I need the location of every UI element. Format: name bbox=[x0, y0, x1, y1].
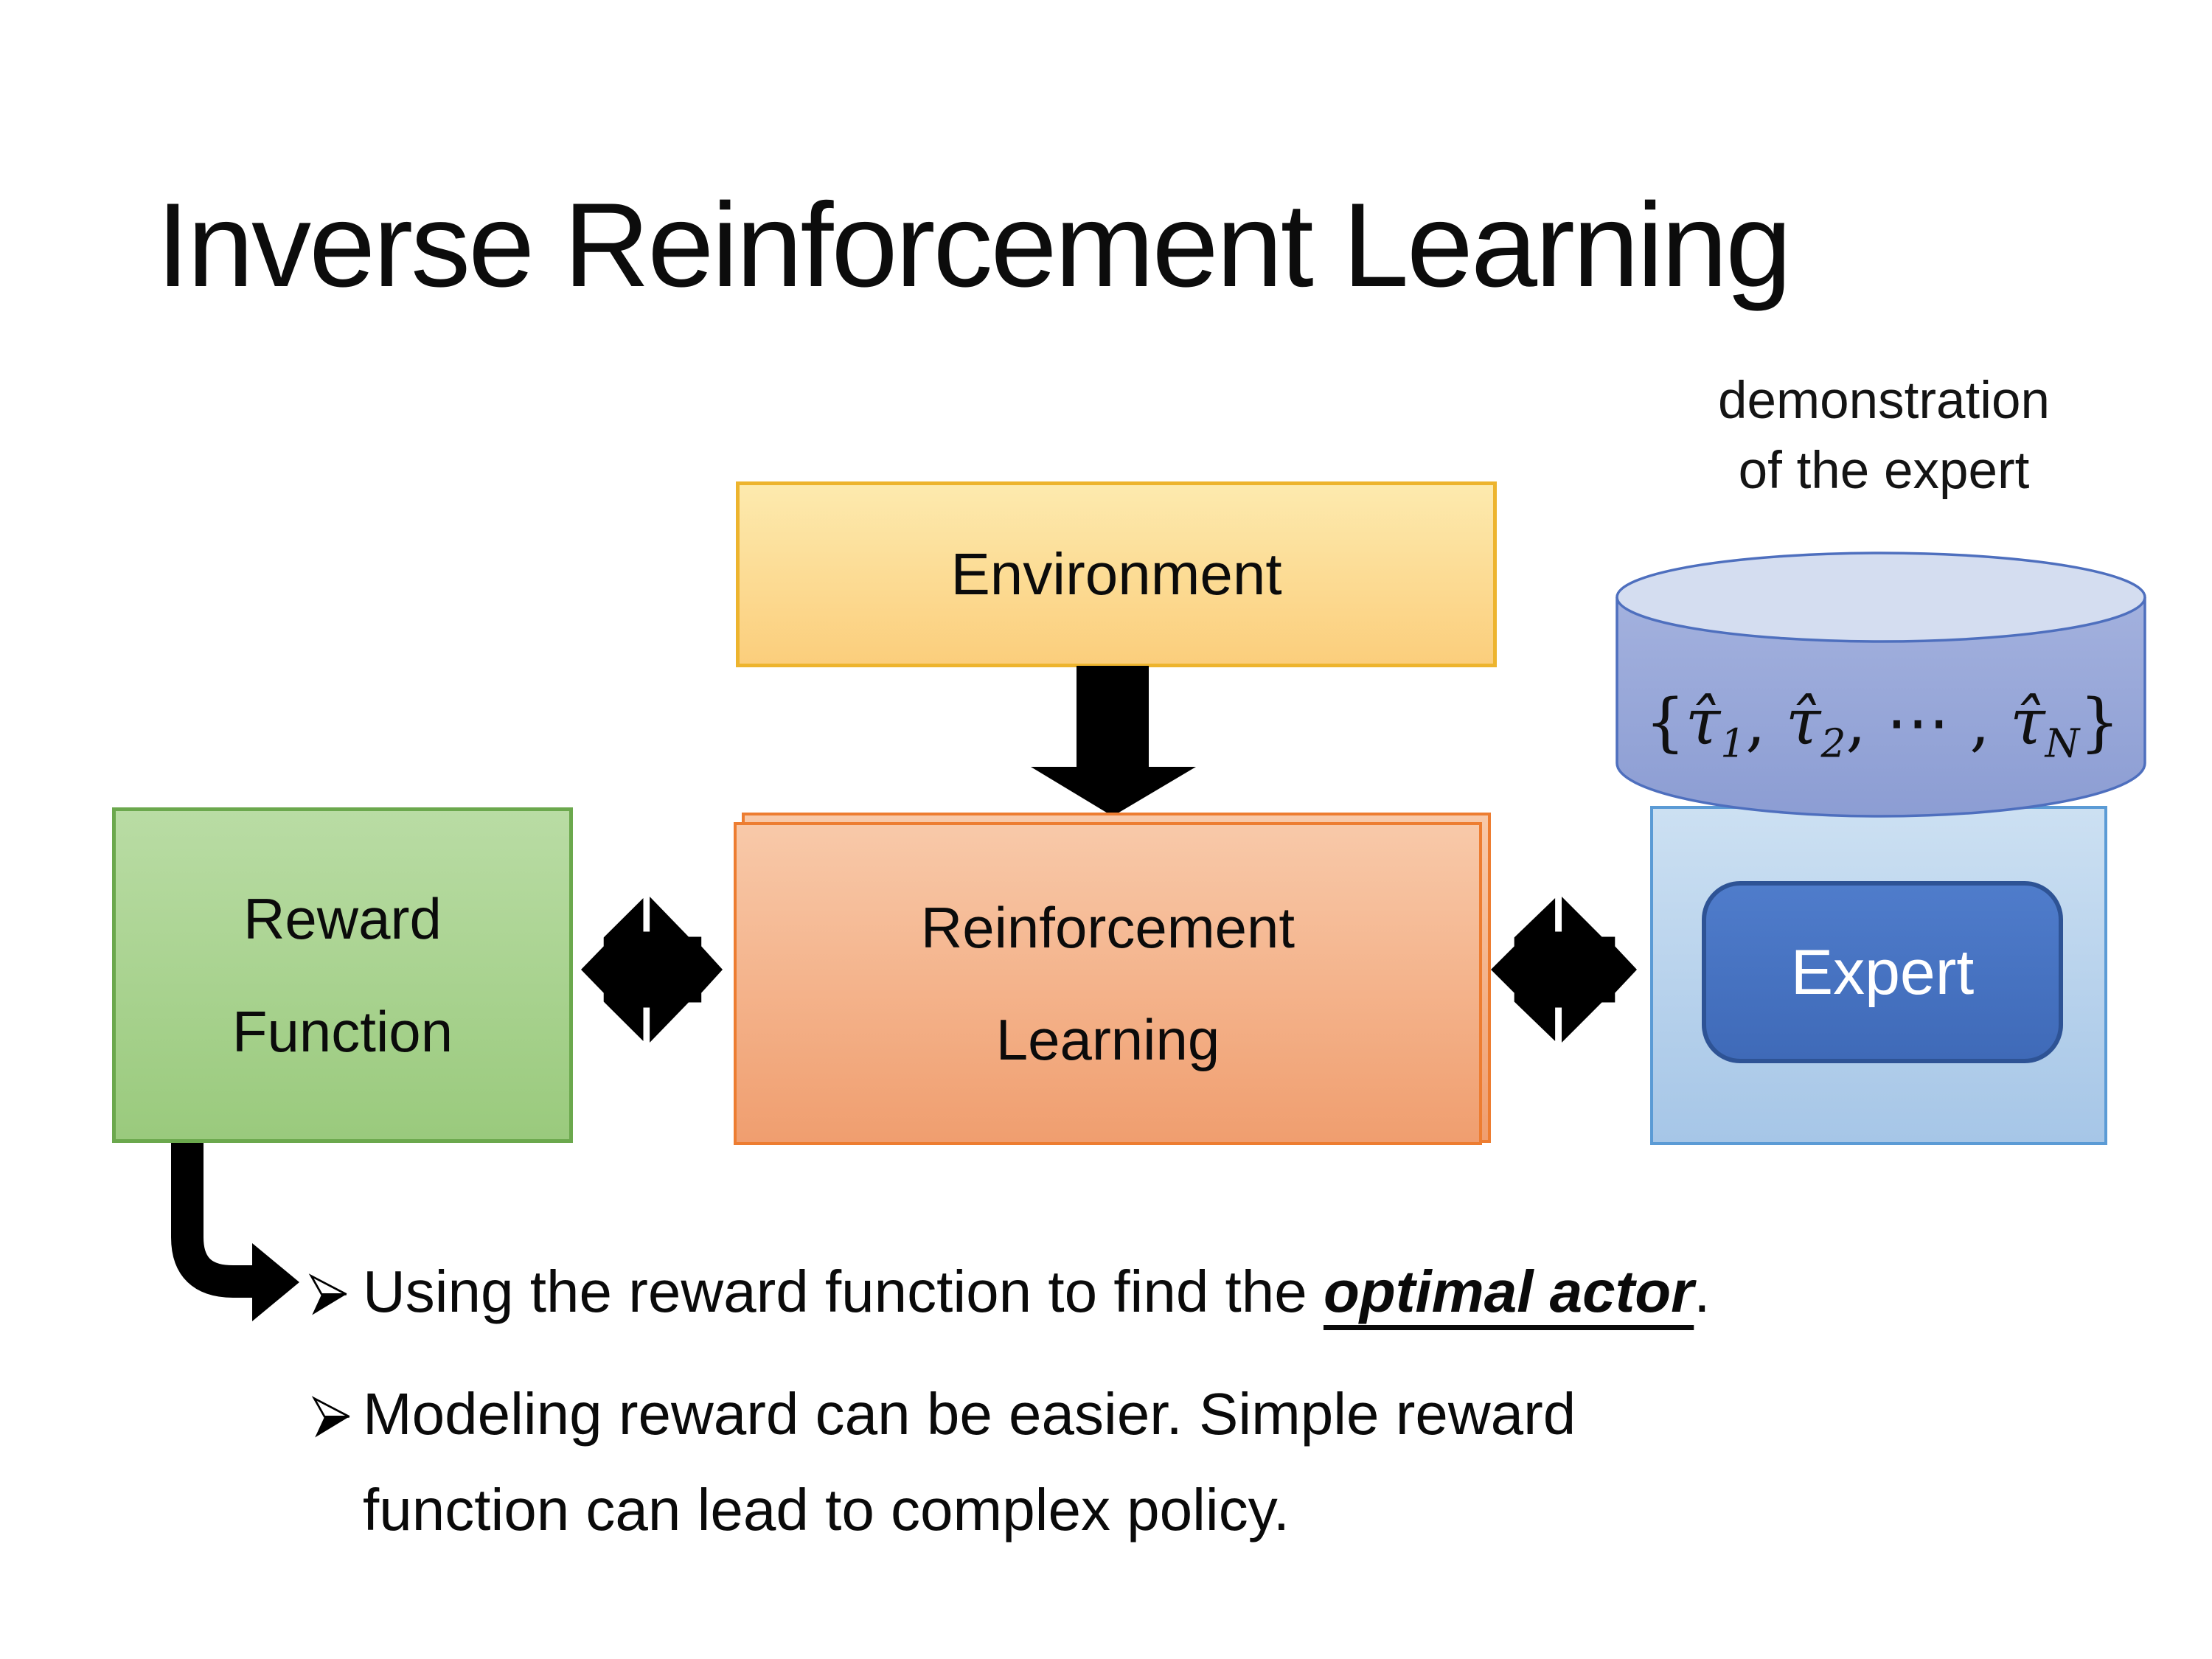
environment-box: Environment bbox=[736, 481, 1497, 667]
rl-label-line1: Reinforcement bbox=[920, 894, 1295, 960]
database-cylinder bbox=[1615, 552, 2146, 818]
double-arrow-right-icon bbox=[1491, 897, 1637, 1043]
reward-label-line1: Reward bbox=[243, 886, 442, 952]
expert-label: Expert bbox=[1790, 936, 1975, 1008]
bullet-second-line1: Modeling reward can be easier. Simple re… bbox=[363, 1381, 1576, 1447]
reinforcement-learning-box: Reinforcement Learning bbox=[734, 822, 1482, 1145]
expert-box: Expert bbox=[1702, 881, 2063, 1063]
bullet-first-suffix: . bbox=[1694, 1259, 1711, 1324]
bullet-marker-icon bbox=[308, 1273, 347, 1315]
bent-arrow-icon bbox=[171, 1143, 299, 1321]
demonstration-label-line2: of the expert bbox=[1738, 442, 2030, 501]
bullet-marker-icon bbox=[311, 1396, 350, 1438]
environment-label: Environment bbox=[950, 541, 1282, 607]
bullet-second-line2: function can lead to complex policy. bbox=[363, 1477, 1290, 1543]
bullet-first-prefix: Using the reward function to find the bbox=[363, 1259, 1324, 1324]
rl-label-line2: Learning bbox=[995, 1007, 1220, 1072]
down-arrow-icon bbox=[1031, 666, 1196, 816]
bullet-first-emphasis: optimal actor bbox=[1323, 1259, 1694, 1324]
demonstration-label-line1: demonstration bbox=[1718, 372, 2050, 430]
bullet-first: Using the reward function to find the op… bbox=[363, 1255, 1711, 1329]
demonstration-label: demonstration of the expert bbox=[1618, 366, 2149, 506]
double-arrow-left-icon bbox=[581, 897, 723, 1043]
reward-function-box: Reward Function bbox=[112, 807, 573, 1143]
reward-label-line2: Function bbox=[232, 998, 453, 1064]
demonstration-set-formula: {τ̂1, τ̂2, ⋯ , τ̂N} bbox=[1644, 686, 2121, 767]
page-title: Inverse Reinforcement Learning bbox=[156, 178, 1792, 312]
